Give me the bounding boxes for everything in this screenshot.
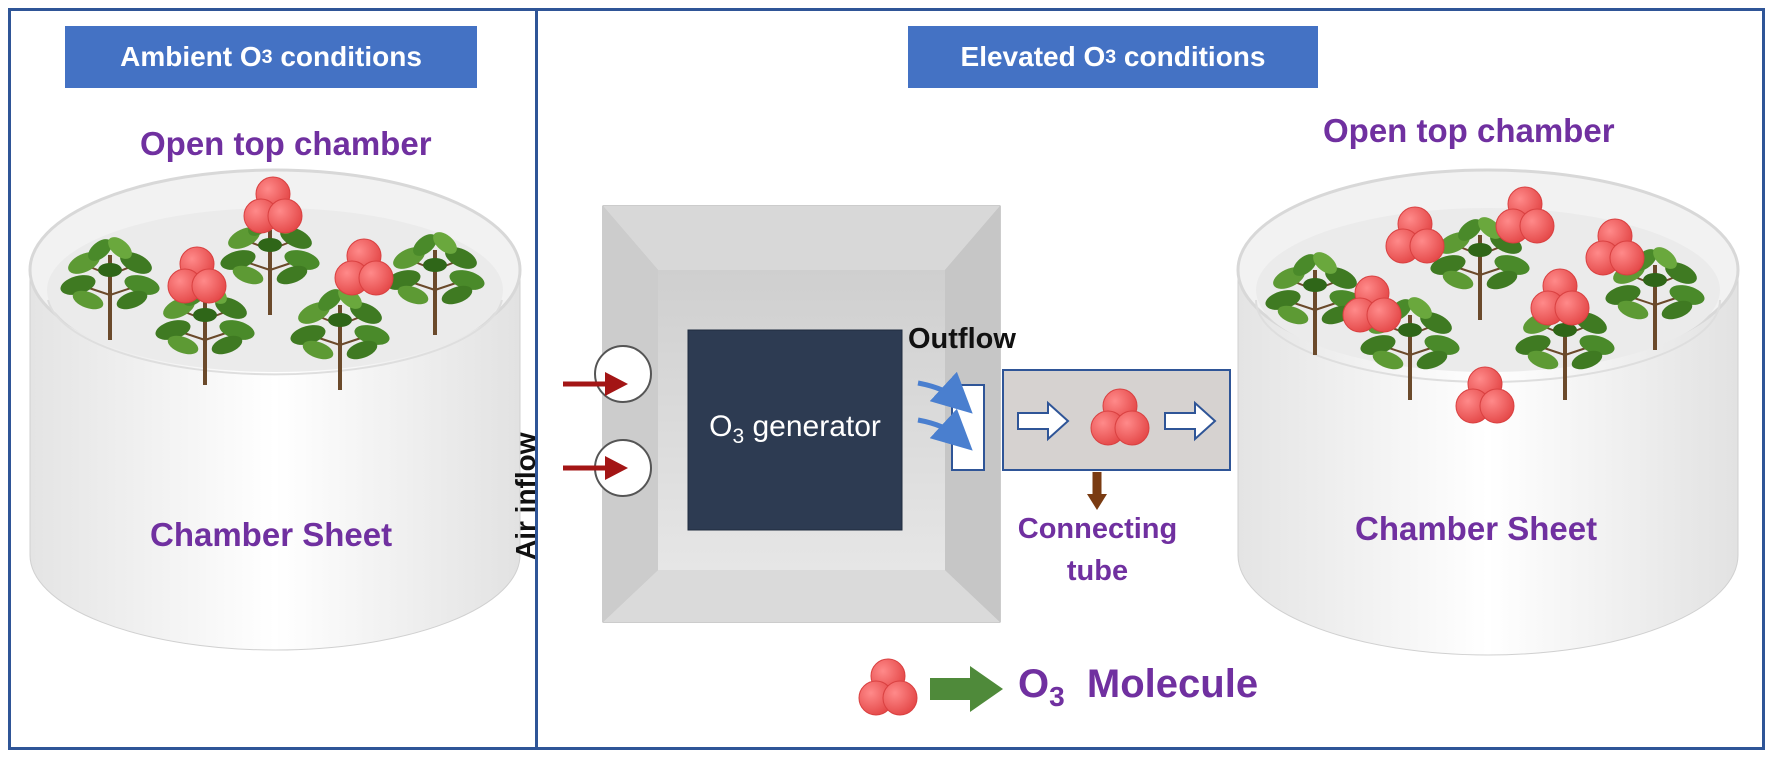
banner-subscript: 3 xyxy=(1105,45,1117,68)
air-inlets xyxy=(563,345,652,497)
connecting-tube-label: Connecting tube xyxy=(1015,508,1180,592)
left-chamber-sheet-label: Chamber Sheet xyxy=(150,516,393,553)
banner-subscript: 3 xyxy=(261,45,273,68)
banner-text: Ambient O xyxy=(120,41,262,72)
left-chamber xyxy=(28,168,522,651)
connecting-tube-label-line2: tube xyxy=(1066,555,1129,587)
connecting-tube xyxy=(1002,369,1231,510)
banner-text: Elevated O xyxy=(960,41,1106,72)
legend-label: O3 Molecule xyxy=(1018,662,1258,713)
legend-label-subscript: 3 xyxy=(1049,681,1065,712)
air-inflow-label: Air inflow xyxy=(510,432,541,560)
generator-label-text: O xyxy=(709,410,733,443)
outflow-vent xyxy=(917,371,985,471)
right-chamber-sheet-label: Chamber Sheet xyxy=(1355,510,1598,547)
o3-generator xyxy=(687,329,903,531)
legend-label-text: O xyxy=(1018,662,1050,706)
banner-text-suffix: conditions xyxy=(272,41,422,72)
left-open-top-chamber-label: Open top chamber xyxy=(140,125,432,162)
legend-label-suffix: Molecule xyxy=(1064,662,1259,706)
generator-label-suffix: generator xyxy=(744,410,881,443)
banner-text-suffix: conditions xyxy=(1116,41,1266,72)
connecting-tube-label-line1: Connecting xyxy=(1017,513,1178,545)
generator-label-subscript: 3 xyxy=(732,425,745,448)
generator-label: O3 generator xyxy=(688,410,902,449)
legend xyxy=(858,658,1003,716)
right-open-top-chamber-label: Open top chamber xyxy=(1323,112,1615,149)
outflow-label: Outflow xyxy=(908,323,1016,355)
